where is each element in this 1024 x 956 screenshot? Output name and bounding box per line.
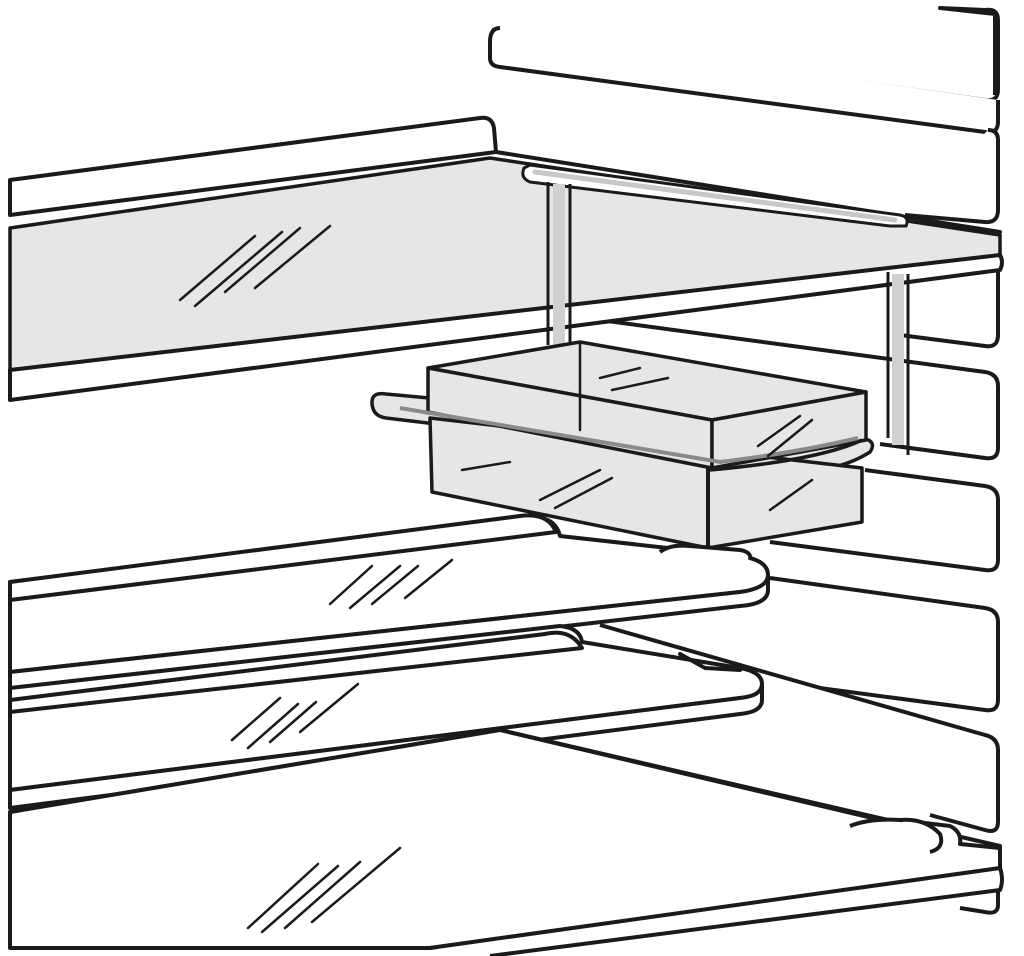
bottom-shelf-back-rim xyxy=(9,728,941,836)
bottom-shelf-roller xyxy=(899,817,944,854)
top-shelf-glass-pane xyxy=(8,156,1002,372)
rail-left-hanger xyxy=(546,182,572,345)
middle-shelf-back-rim xyxy=(8,513,558,602)
glass-reflection-marks xyxy=(246,846,402,934)
glass-reflection-marks xyxy=(460,366,814,512)
wall-ridge xyxy=(769,468,1000,573)
lower-glass-shelf xyxy=(8,624,764,810)
glass-reflection-marks xyxy=(178,224,332,308)
rail-right-hanger xyxy=(886,272,910,455)
top-glass-shelf xyxy=(8,115,1004,402)
wall-ridge xyxy=(759,576,1000,713)
top-shelf-back-rim xyxy=(8,115,498,217)
middle-glass-shelf xyxy=(8,513,770,692)
lower-shelf-back-rim xyxy=(8,630,584,714)
lower-shelf-front-frame xyxy=(8,682,764,810)
bottom-shelf-front-frame xyxy=(429,866,1004,956)
container-lid-side xyxy=(710,390,868,470)
wall-ridge xyxy=(488,26,1000,135)
hanging-container xyxy=(370,340,875,550)
hanging-rail xyxy=(521,163,910,455)
middle-shelf-roller xyxy=(658,543,753,561)
container-handle-curve xyxy=(709,438,863,472)
wall-ridge xyxy=(904,128,1000,225)
bottom-glass-shelf xyxy=(8,728,1004,956)
lower-shelf-side-frame xyxy=(678,652,742,672)
top-shelf-front-frame xyxy=(8,253,1004,402)
middle-shelf-front-frame xyxy=(8,573,770,692)
glass-reflection-marks xyxy=(230,682,360,750)
top-shelf-side-frame xyxy=(494,150,1002,234)
glass-reflection-marks xyxy=(328,558,454,610)
